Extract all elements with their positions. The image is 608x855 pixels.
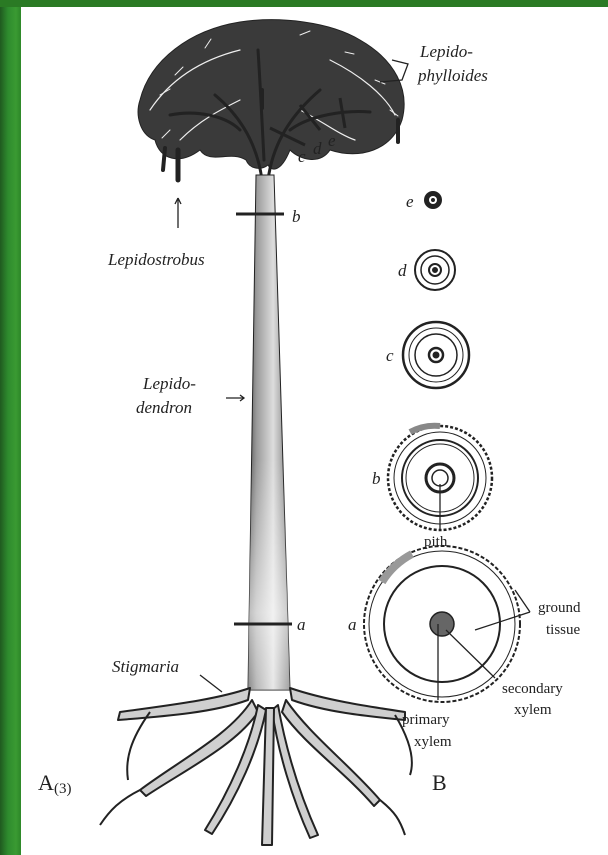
- section-label-a: a: [348, 615, 357, 634]
- label-pith: pith: [424, 534, 448, 550]
- section-label-d: d: [398, 261, 407, 280]
- label-lepidodendron-line1: Lepido-: [142, 374, 196, 393]
- label-lepidodendron-line2: dendron: [136, 398, 192, 417]
- section-label-c: c: [386, 346, 394, 365]
- stigmaria-roots: [100, 688, 412, 845]
- label-secondary-xylem-line1: secondary: [502, 681, 563, 697]
- tree-section-a: a: [297, 615, 306, 634]
- cross-section-d: [415, 250, 455, 290]
- section-label-b: b: [372, 469, 381, 488]
- label-stigmaria: Stigmaria: [112, 657, 179, 676]
- panel-a-letter: A: [38, 770, 54, 795]
- tree-trunk: [248, 175, 290, 690]
- panel-a-subscript: (3): [54, 781, 72, 797]
- tree-section-d: d: [313, 139, 322, 158]
- label-lepidophylloides-line2: phylloides: [417, 66, 488, 85]
- tree-crown: [138, 20, 404, 180]
- panel-b-letter: B: [432, 770, 447, 795]
- label-lepidophylloides-line1: Lepido-: [419, 42, 473, 61]
- tree-section-c: c: [298, 147, 306, 166]
- label-lepidostrobus: Lepidostrobus: [107, 250, 205, 269]
- label-primary-xylem-line2: xylem: [414, 734, 452, 750]
- tree-section-b: b: [292, 207, 301, 226]
- cross-section-pointers: [438, 484, 530, 700]
- label-primary-xylem-line1: primary: [402, 712, 450, 728]
- label-ground-tissue-line1: ground: [538, 600, 581, 616]
- label-ground-tissue-line2: tissue: [546, 622, 581, 638]
- tree-section-e: e: [328, 131, 336, 150]
- section-label-e: e: [406, 192, 414, 211]
- cross-section-a: [364, 546, 520, 702]
- cross-section-e: [424, 191, 442, 209]
- cross-section-c: [403, 322, 469, 388]
- label-secondary-xylem-line2: xylem: [514, 702, 552, 718]
